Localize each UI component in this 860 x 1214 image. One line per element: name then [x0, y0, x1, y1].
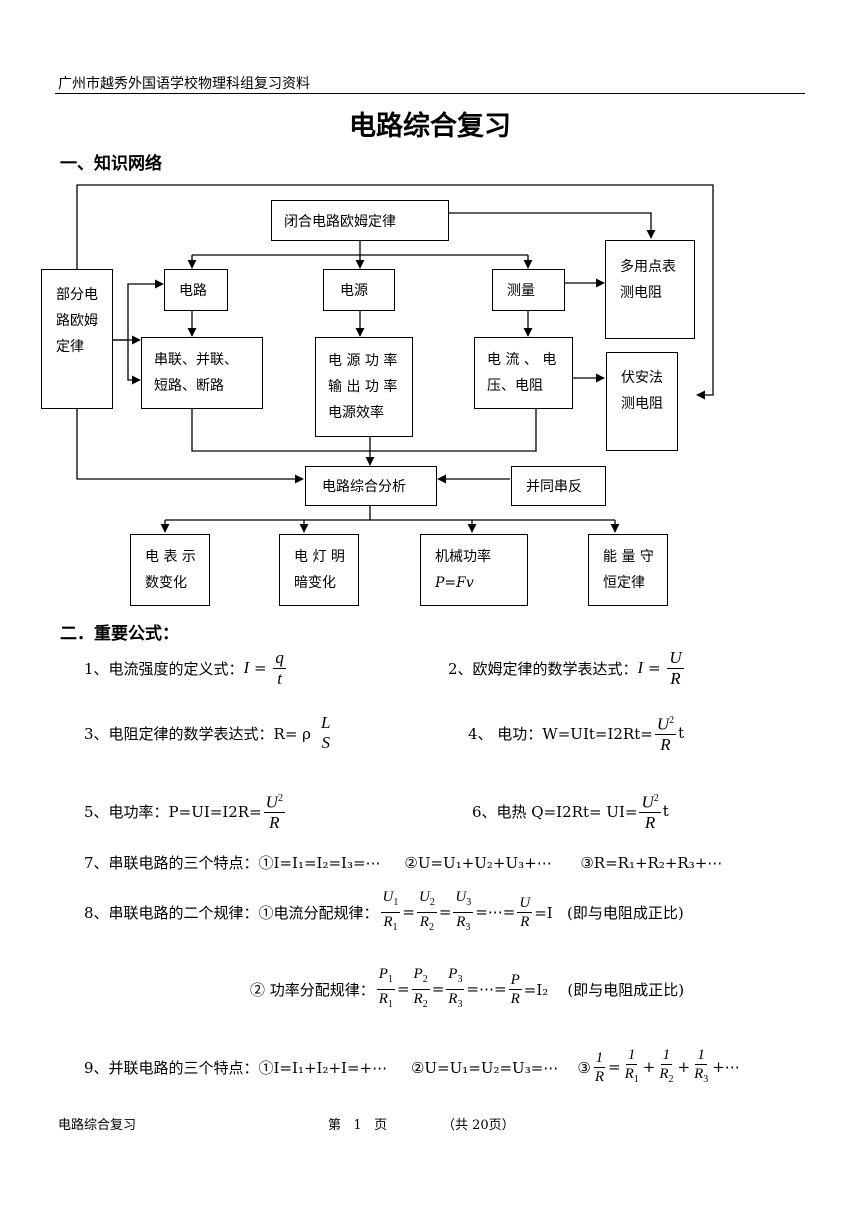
box-source-power: 电 源 功 率输 出 功 率电源效率 [315, 337, 413, 437]
box-series-parallel: 串联、并联、短路、断路 [141, 337, 263, 409]
box-meter-change: 电 表 示数变化 [130, 534, 210, 606]
section-important-formulas: 二．重要公式： [60, 624, 179, 644]
box-multimeter: 多用点表测电阻 [605, 240, 695, 339]
box-source: 电源 [323, 269, 395, 311]
box-current-voltage-resistance: 电 流 、 电压、电阻 [474, 337, 573, 409]
box-circuit-analysis: 电路综合分析 [305, 466, 437, 506]
box-voltammeter: 伏安法测电阻 [606, 352, 678, 451]
box-partial-ohm: 部分电路欧姆定律 [41, 269, 113, 409]
box-measure: 测量 [492, 269, 565, 311]
page-title: 电路综合复习 [349, 111, 511, 142]
box-lamp-change: 电 灯 明暗变化 [279, 534, 359, 606]
diagram-connectors [76, 184, 714, 533]
box-parallel-same-series-opposite: 并同串反 [511, 466, 606, 506]
box-closed-circuit-ohm: 闭合电路欧姆定律 [271, 200, 449, 241]
box-energy-conservation: 能 量 守恒定律 [588, 534, 668, 606]
box-circuit: 电路 [164, 269, 228, 311]
footer-title: 电路综合复习 [58, 1118, 137, 1133]
footer-total-pages: （共 20页） [442, 1118, 515, 1133]
section-knowledge-network: 一、知识网络 [60, 154, 162, 174]
header-rule [55, 93, 805, 94]
formula-7: 7、串联电路的三个特点：①I=I₁=I₂=I₃=⋯ ②U=U₁+U₂+U₃+⋯ … [84, 854, 723, 872]
header-school: 广州市越秀外国语学校物理科组复习资料 [58, 76, 310, 92]
formula-9: 9、并联电路的三个特点：①I=I₁+I₂+I=+⋯ ②U=U₁=U₂=U₃=⋯ … [84, 1046, 740, 1085]
footer-page-number: 第 1 页 [328, 1118, 388, 1133]
